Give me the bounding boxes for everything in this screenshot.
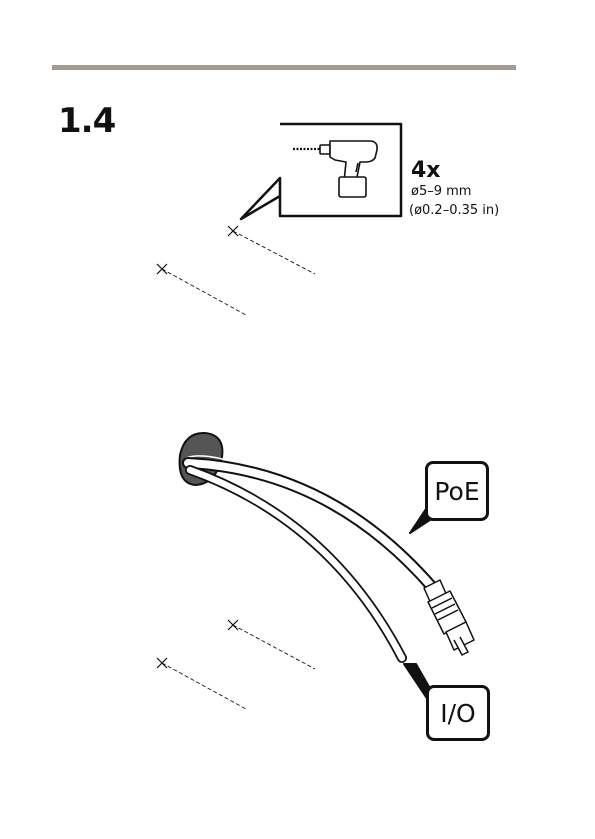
drill-hole-marks-bottom xyxy=(157,620,315,709)
drill-diameter-mm: ø5–9 mm xyxy=(411,184,471,199)
drill-hole-marks-top xyxy=(157,226,315,315)
rj45-connector-icon xyxy=(424,580,474,655)
io-cable xyxy=(190,470,402,658)
hole-quantity: 4x xyxy=(411,158,441,183)
io-cable-label: I/O xyxy=(426,685,490,741)
drill-callout-box xyxy=(241,124,401,219)
drill-diameter-in: (ø0.2–0.35 in) xyxy=(409,203,499,218)
poe-cable-label: PoE xyxy=(425,461,489,521)
